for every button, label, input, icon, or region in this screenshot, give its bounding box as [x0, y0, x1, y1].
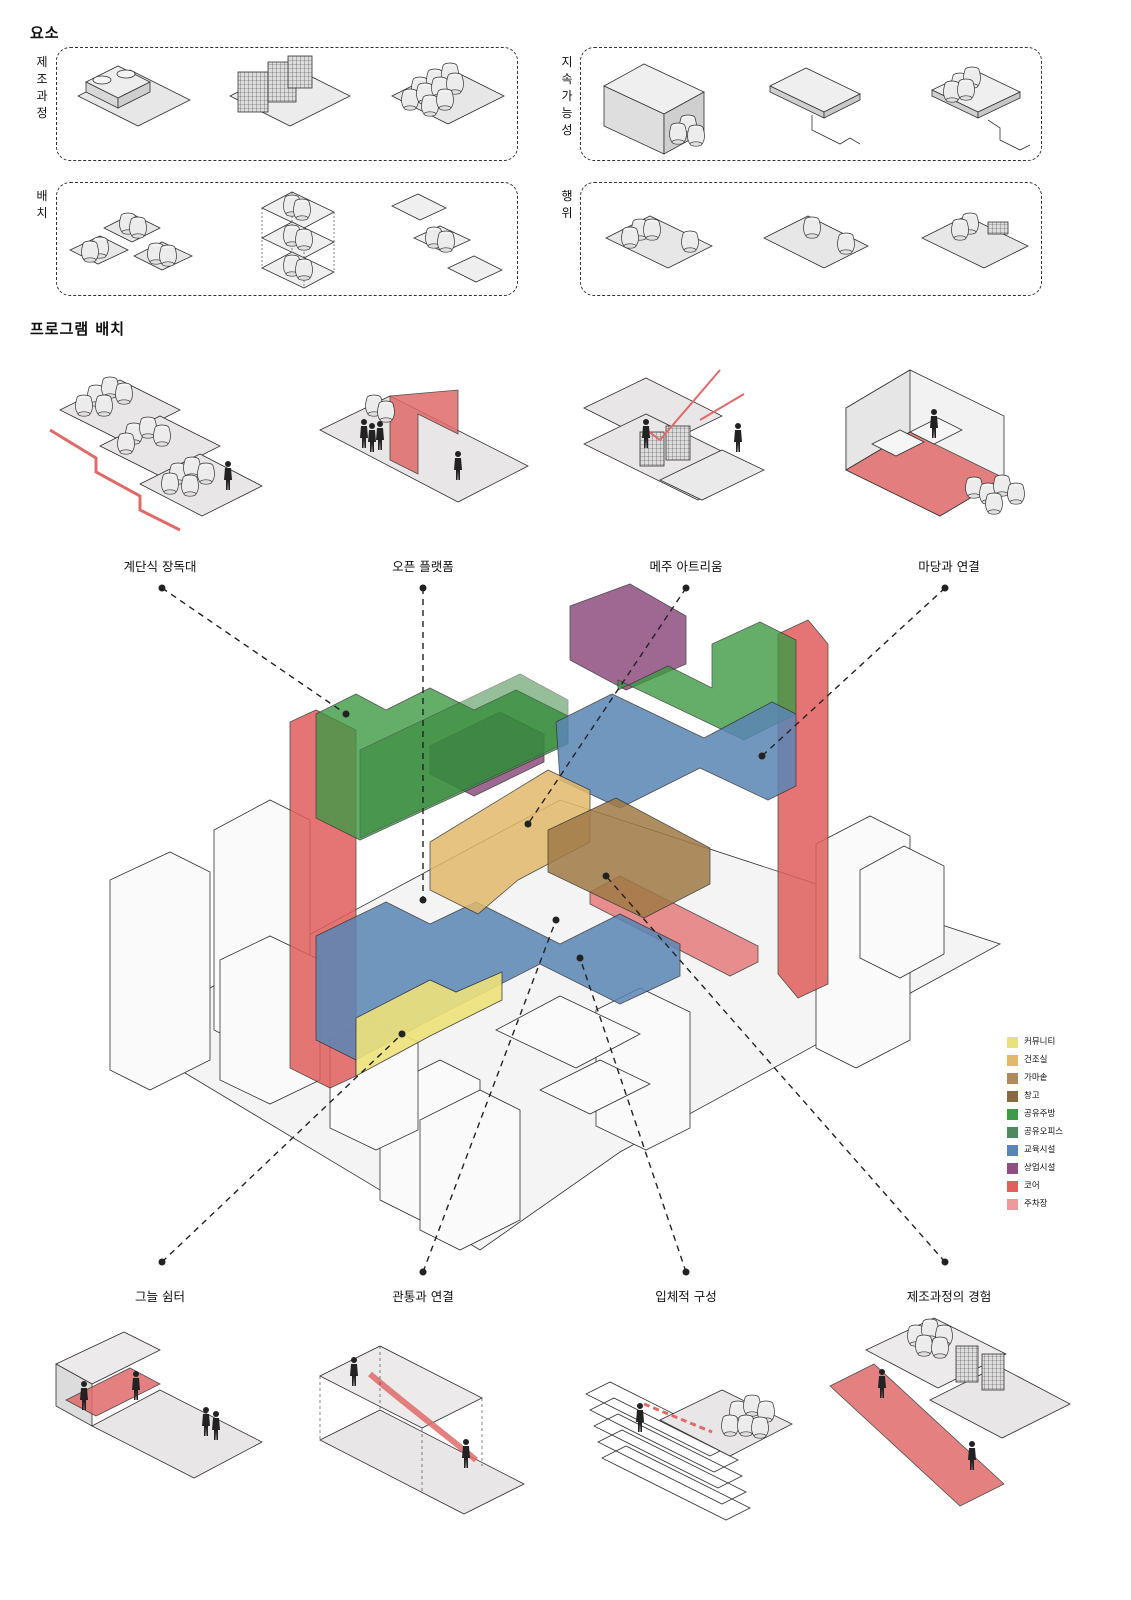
legend-swatch-education: [1007, 1144, 1018, 1156]
concept-label-meju-atrium: 메주 아트리움: [649, 559, 723, 574]
legend-item-core: 코어: [1007, 1180, 1040, 1192]
legend-item-shared-office: 공유오피스: [1007, 1126, 1063, 1138]
legend-swatch-cauldron: [1007, 1072, 1018, 1084]
legend-item-parking: 주차장: [1007, 1198, 1047, 1210]
group-box-sustainability: [580, 47, 1042, 161]
group-box-manufacturing: [56, 47, 518, 161]
legend-item-commercial: 상업시설: [1007, 1162, 1055, 1174]
legend-item-drying-room: 건조실: [1007, 1054, 1047, 1066]
elements-title: 요소: [30, 24, 60, 42]
concept-label-process-experience: 제조과정의 경험: [906, 1289, 992, 1304]
legend-item-shared-kitchen: 공유주방: [1007, 1108, 1055, 1120]
concept-label-yard-connection: 마당과 연결: [918, 559, 980, 574]
concept-label-open-platform: 오픈 플랫폼: [392, 559, 454, 574]
legend-swatch-drying-room: [1007, 1054, 1018, 1066]
group-box-behavior: [580, 182, 1042, 296]
concept-label-stepped-jars: 계단식 장독대: [123, 559, 197, 574]
legend-swatch-community: [1007, 1036, 1018, 1048]
legend-swatch-shared-office: [1007, 1126, 1018, 1138]
legend-swatch-storage: [1007, 1090, 1018, 1102]
legend-swatch-core: [1007, 1180, 1018, 1192]
legend-item-education: 교육시설: [1007, 1144, 1055, 1156]
legend-swatch-parking: [1007, 1198, 1018, 1210]
program-title: 프로그램 배치: [30, 320, 126, 338]
concept-label-3d-composition: 입체적 구성: [655, 1289, 717, 1304]
legend-swatch-commercial: [1007, 1162, 1018, 1174]
concept-label-penetration: 관통과 연결: [392, 1289, 454, 1304]
concept-label-shade-shelter: 그늘 쉼터: [135, 1289, 185, 1304]
group-box-arrangement: [56, 182, 518, 296]
legend-item-cauldron: 가마솥: [1007, 1072, 1047, 1084]
legend-swatch-shared-kitchen: [1007, 1108, 1018, 1120]
legend-item-storage: 창고: [1007, 1090, 1040, 1102]
legend-item-community: 커뮤니티: [1007, 1036, 1055, 1048]
